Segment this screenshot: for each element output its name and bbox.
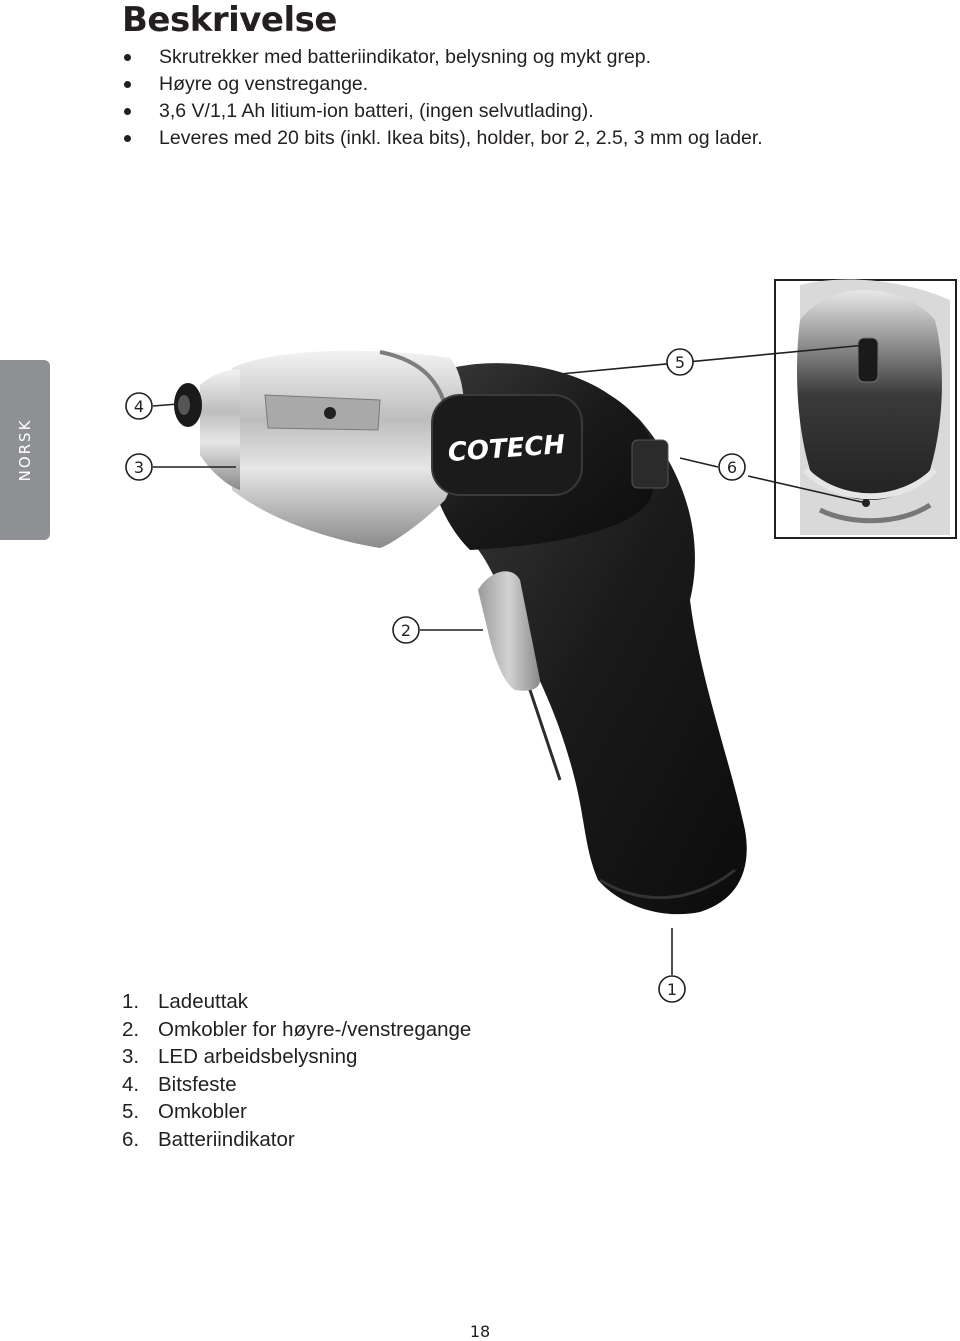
svg-text:3: 3 [134, 458, 144, 477]
svg-text:6: 6 [727, 458, 737, 477]
callout-4: 4 [125, 392, 153, 420]
parts-list: 1.Ladeuttak 2.Omkobler for høyre-/venstr… [122, 988, 471, 1153]
list-item: 3.LED arbeidsbelysning [122, 1045, 358, 1068]
list-item: 6.Batteriindikator [122, 1127, 295, 1151]
list-item: 5.Omkobler [122, 1100, 247, 1123]
svg-text:4: 4 [134, 397, 144, 416]
list-item: 4.Bitsfeste [122, 1072, 237, 1096]
chuck-housing [232, 350, 465, 548]
nose-cone [200, 369, 240, 490]
feature-item: Skrutrekker med batteriindikator, belysn… [122, 44, 763, 71]
list-item: 1.Ladeuttak [122, 990, 249, 1013]
svg-text:1: 1 [667, 980, 677, 999]
callout-6: 6 [718, 453, 746, 481]
direction-switch [478, 571, 540, 691]
callout-1: 1 [658, 975, 686, 1003]
language-tab: NORSK [0, 360, 50, 540]
callout-5: 5 [666, 348, 694, 376]
svg-text:5: 5 [675, 353, 685, 372]
page-number: 18 [469, 1322, 491, 1341]
feature-item: Leveres med 20 bits (inkl. Ikea bits), h… [122, 125, 763, 152]
page-title: Beskrivelse [122, 0, 337, 40]
list-item: 2.Omkobler for høyre-/venstregange [122, 1017, 472, 1041]
feature-item: 3,6 V/1,1 Ah litium-ion batteri, (ingen … [122, 98, 763, 125]
inset-photo [774, 279, 957, 539]
callout-2: 2 [392, 616, 420, 644]
svg-text:2: 2 [401, 621, 411, 640]
logo-plate [431, 394, 583, 496]
callout-3: 3 [125, 453, 153, 481]
feature-item: Høyre og venstregange. [122, 71, 763, 98]
feature-list: Skrutrekker med batteriindikator, belysn… [122, 44, 763, 152]
